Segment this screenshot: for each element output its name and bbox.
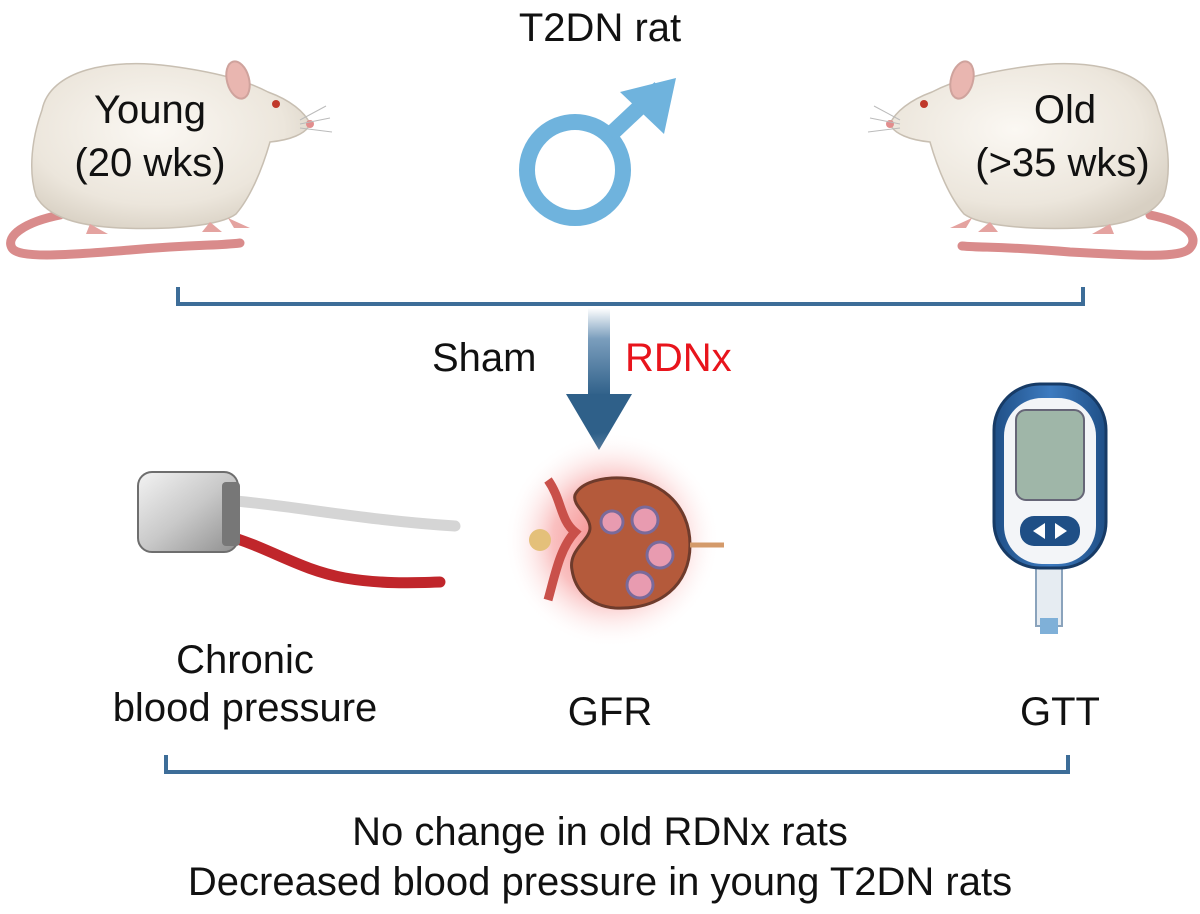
gtt-label: GTT xyxy=(1020,690,1100,734)
rat-icon-old xyxy=(867,60,1198,260)
telemetry-transmitter-icon xyxy=(137,471,461,589)
gfr-label: GFR xyxy=(567,690,653,734)
conclusion-line2: Decreased blood pressure in young T2DN r… xyxy=(187,860,1013,904)
kidney-icon xyxy=(504,432,724,648)
bottom-bracket xyxy=(164,755,1070,774)
conclusion-line1: No change in old RDNx rats xyxy=(352,810,848,854)
bp-label-line2: blood pressure xyxy=(112,686,378,730)
down-arrow xyxy=(566,308,632,450)
old-group-age: (>35 wks) xyxy=(975,141,1150,185)
bp-label-line1: Chronic xyxy=(176,638,314,682)
rat-icon-young xyxy=(6,60,333,260)
young-group-label: Young xyxy=(94,88,206,132)
diagram-title: T2DN rat xyxy=(518,6,682,50)
male-symbol-icon xyxy=(519,78,676,226)
old-group-label: Old xyxy=(1033,88,1097,132)
young-group-age: (20 wks) xyxy=(74,141,226,185)
glucometer-icon xyxy=(992,382,1108,634)
sham-label: Sham xyxy=(432,336,537,380)
rdnx-label: RDNx xyxy=(625,336,732,380)
top-bracket xyxy=(176,287,1085,306)
